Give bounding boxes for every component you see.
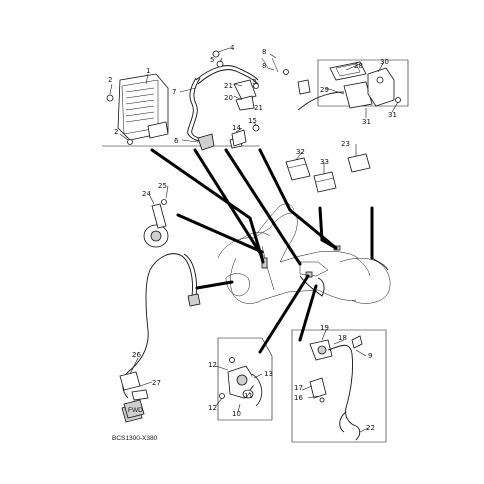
callout-33: 33 — [320, 158, 329, 166]
callout-32: 32 — [296, 148, 305, 156]
callout-9: 9 — [368, 352, 372, 360]
callout-18: 18 — [338, 334, 347, 342]
callout-17: 17 — [294, 384, 303, 392]
speed-sensor — [217, 337, 273, 421]
callout-6: 6 — [174, 137, 179, 145]
callout-10: 10 — [232, 410, 241, 418]
callout-12: 12 — [208, 404, 217, 412]
callout-8: 8 — [262, 62, 266, 70]
relay-cluster — [297, 59, 409, 111]
callout-leaders — [109, 47, 399, 433]
callout-25: 25 — [158, 182, 167, 190]
fwd-label: FWD — [128, 407, 143, 414]
callout-2: 2 — [108, 76, 112, 84]
callout-labels: 1 2 2 3 4 5 6 7 8 8 20 21 21 14 15 28 29… — [108, 44, 397, 432]
callout-19: 19 — [320, 324, 329, 332]
callout-30: 30 — [380, 58, 389, 66]
callout-3: 3 — [252, 78, 256, 86]
callout-1: 1 — [146, 67, 150, 75]
horn — [143, 199, 169, 248]
assembly-leaders — [102, 145, 374, 354]
callout-27: 27 — [152, 379, 161, 387]
callout-4: 4 — [230, 44, 235, 52]
callout-22: 22 — [366, 424, 375, 432]
callout-31: 31 — [388, 111, 397, 119]
callout-21: 21 — [254, 104, 263, 112]
callout-16: 16 — [294, 394, 303, 402]
callout-14: 14 — [232, 124, 241, 132]
callout-23: 23 — [341, 140, 350, 148]
callout-24: 24 — [142, 190, 151, 198]
scooter-outline — [217, 203, 391, 304]
o2-sensor-harness — [291, 329, 387, 443]
callout-21: 21 — [224, 82, 233, 90]
injector-hose — [187, 50, 311, 151]
callout-31: 31 — [362, 118, 371, 126]
ecu-unit — [106, 73, 169, 145]
callout-15: 15 — [248, 117, 257, 125]
callout-12: 12 — [208, 361, 217, 369]
sensor-harness — [119, 253, 201, 423]
callout-20: 20 — [224, 94, 233, 102]
relay-set — [285, 153, 371, 193]
callout-13: 13 — [264, 370, 273, 378]
diagram-code: BCS1300-X380 — [112, 435, 158, 442]
callout-7: 7 — [172, 88, 176, 96]
callout-29: 29 — [320, 86, 329, 94]
callout-11: 11 — [244, 392, 253, 400]
callout-26: 26 — [132, 351, 141, 359]
fwd-arrow: FWD — [123, 399, 145, 419]
callout-8: 8 — [262, 48, 266, 56]
callout-28: 28 — [354, 62, 363, 70]
callout-2: 2 — [114, 128, 118, 136]
callout-5: 5 — [210, 56, 214, 64]
sensor-14 — [231, 129, 247, 147]
